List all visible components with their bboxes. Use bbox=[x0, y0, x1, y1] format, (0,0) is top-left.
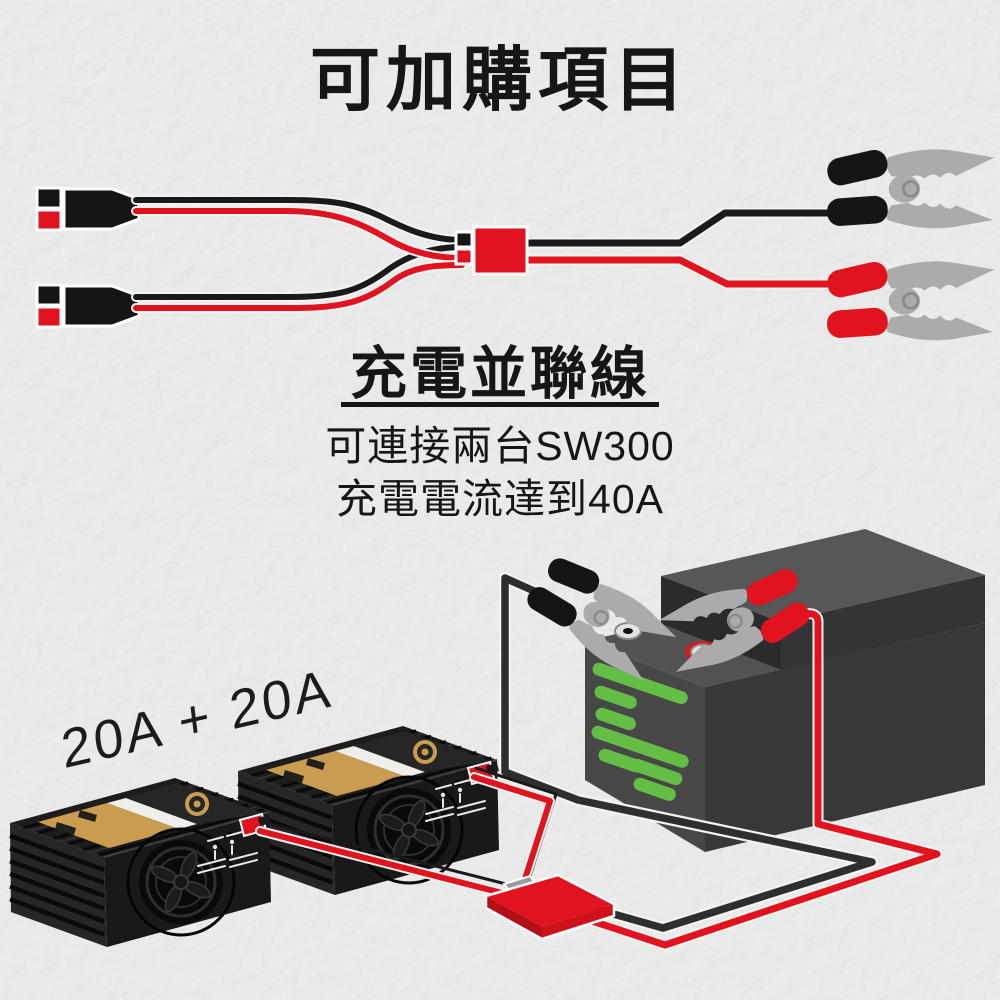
page-title: 可加購項目 bbox=[310, 41, 690, 119]
charger-back bbox=[238, 726, 499, 895]
parallel-junction-connector bbox=[484, 873, 616, 941]
heading-underline bbox=[341, 402, 659, 407]
cable-product-name: 充電並聯線 bbox=[350, 342, 650, 406]
black-alligator-clip bbox=[823, 146, 996, 230]
cable-description-line1: 可連接兩台SW300 bbox=[325, 423, 675, 469]
charger-front bbox=[10, 778, 271, 947]
cable-junction-connector bbox=[454, 225, 529, 276]
cable-connector-top-left bbox=[35, 186, 141, 232]
cable-connector-bottom-left bbox=[35, 283, 141, 329]
cable-description-line2: 充電電流達到40A bbox=[336, 476, 664, 522]
parallel-charging-cable-illustration bbox=[35, 146, 996, 342]
